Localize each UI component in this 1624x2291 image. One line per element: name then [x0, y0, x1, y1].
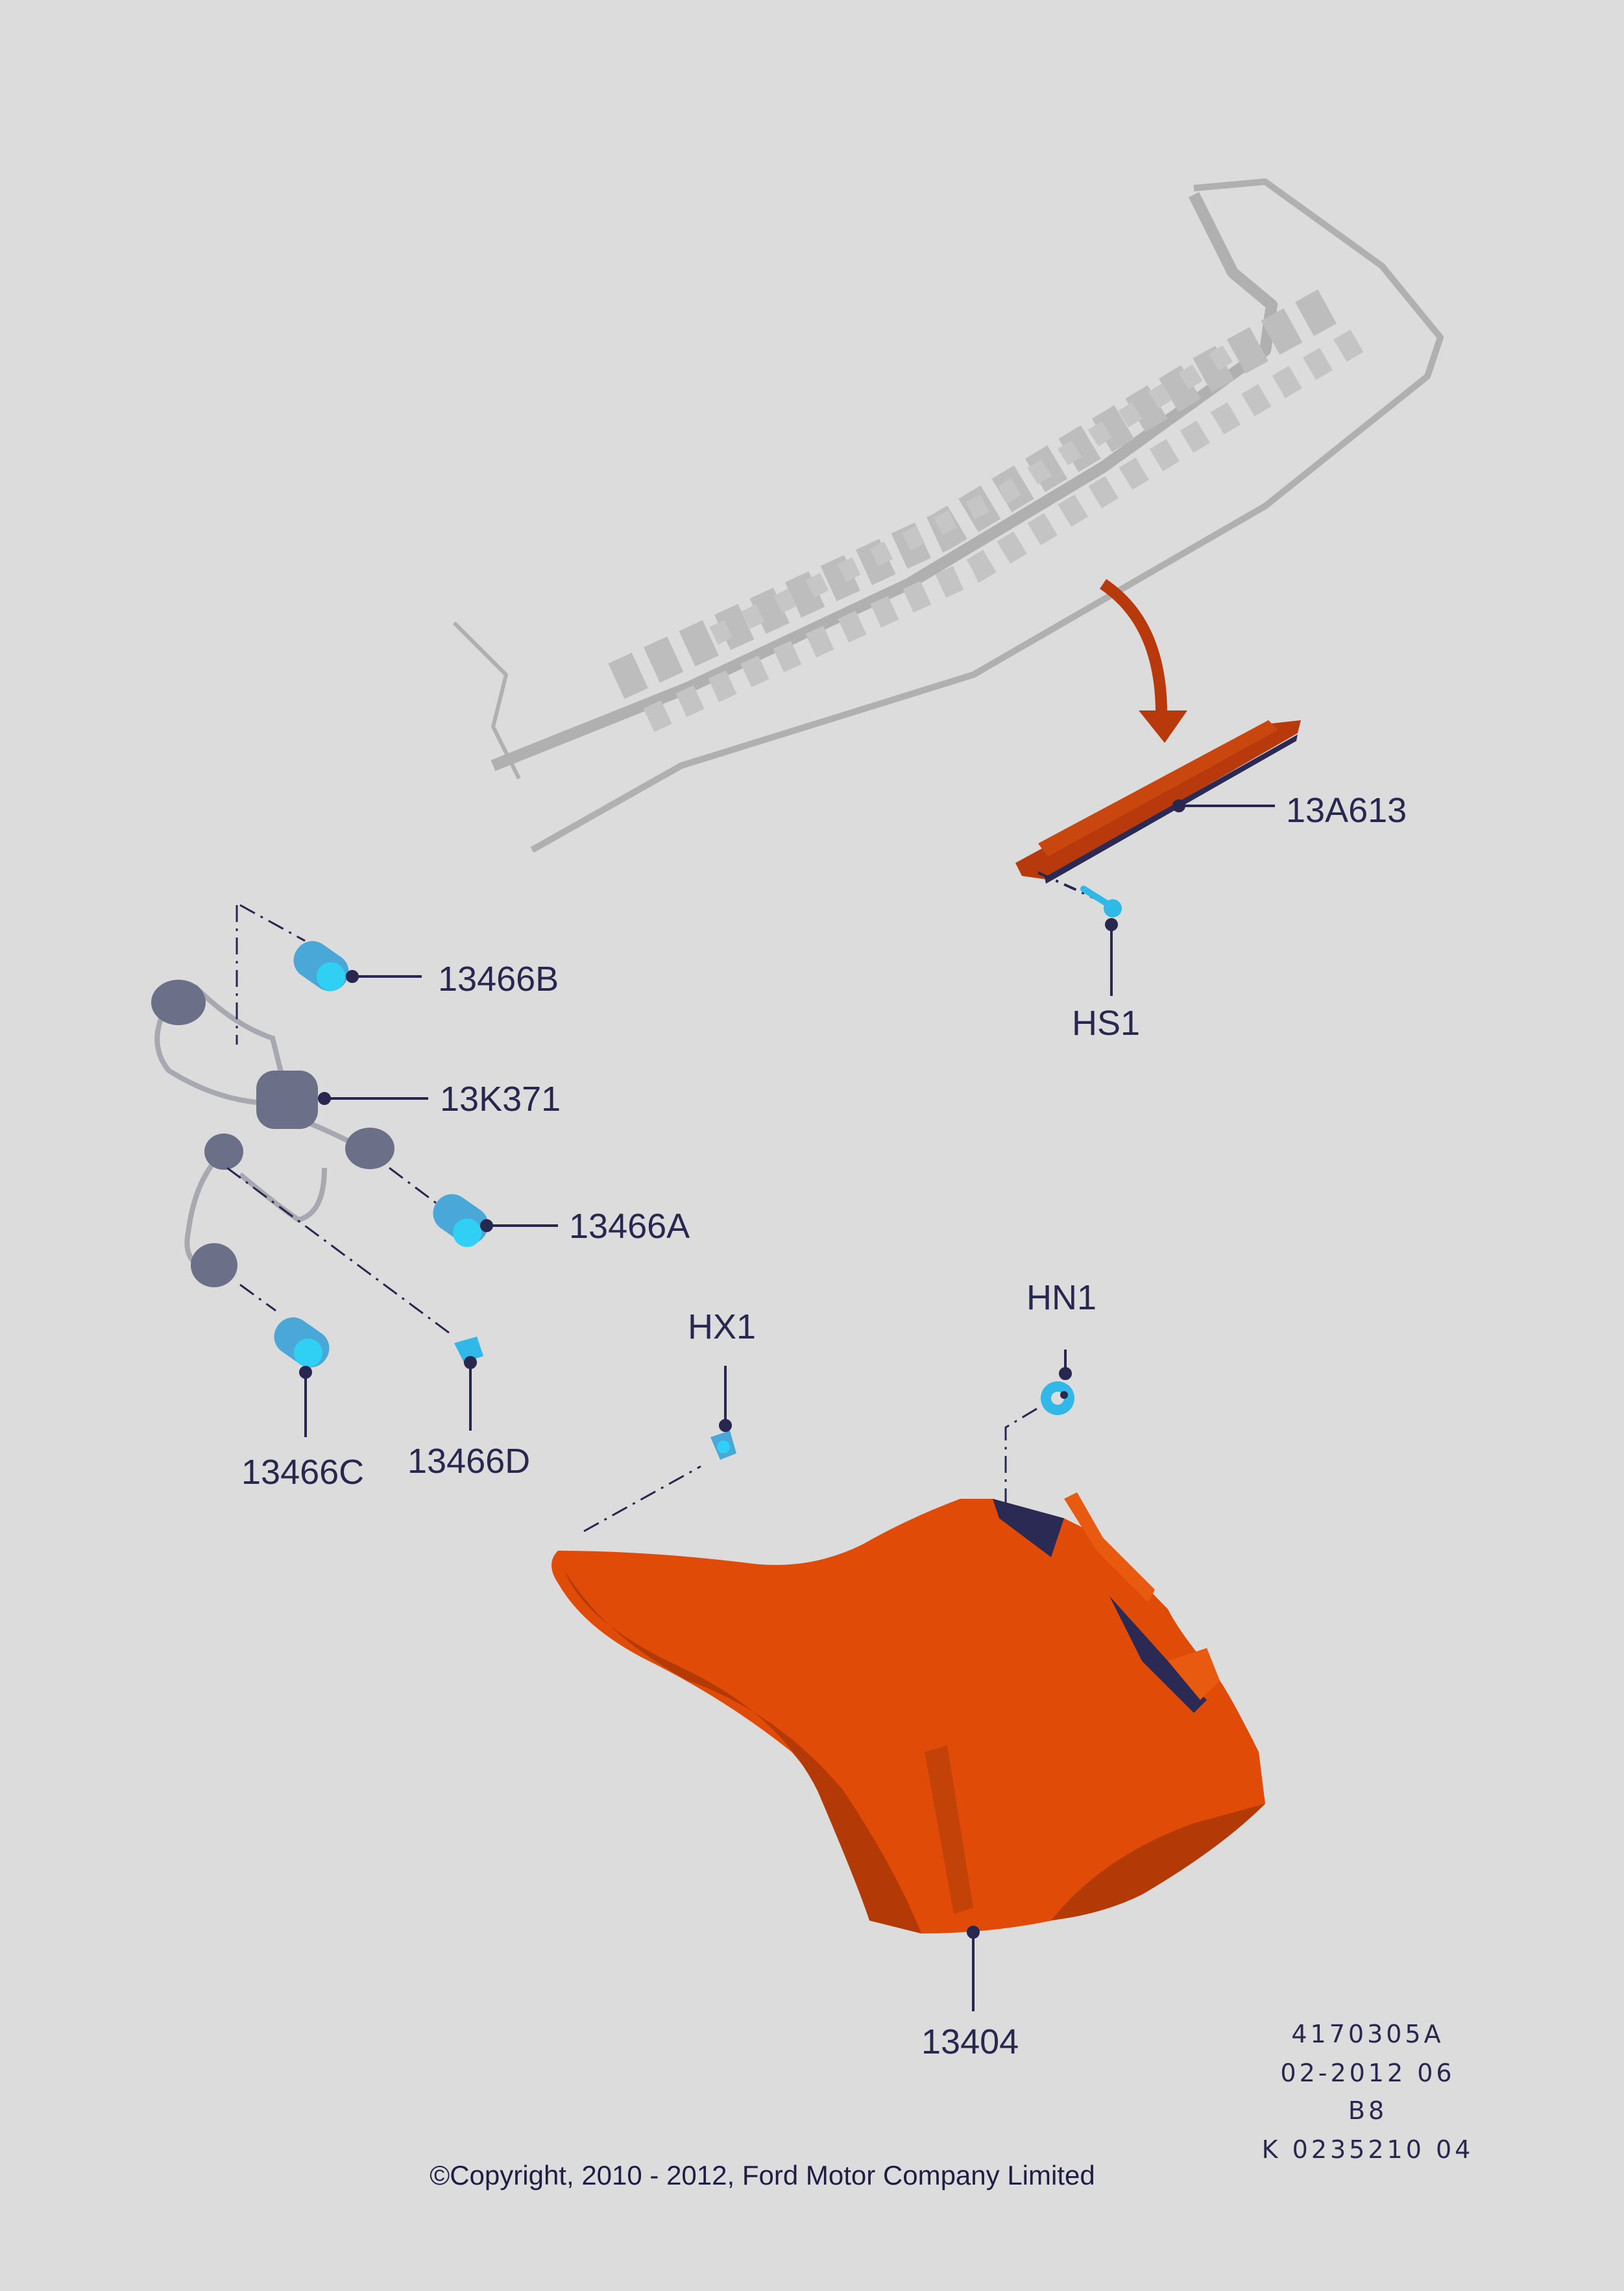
bulb-13466d-part[interactable]: [454, 1337, 483, 1363]
callout-13466a: 13466A: [569, 1207, 690, 1246]
bulb-13466a-part[interactable]: [426, 1187, 496, 1251]
callout-13466c: 13466C: [241, 1453, 364, 1492]
callout-13a613: 13A613: [1286, 791, 1407, 830]
callout-13466d: 13466D: [407, 1442, 530, 1481]
leader-lines: [299, 799, 1275, 2011]
screw-hs1-part[interactable]: [1037, 871, 1122, 917]
high-mount-stop-lamp[interactable]: [1015, 720, 1301, 884]
reference-line-1: 4170305A: [1291, 2020, 1444, 2048]
reference-line-2: 02-2012 06: [1280, 2059, 1455, 2087]
reference-line-3: B8: [1348, 2096, 1387, 2125]
callout-hx1: HX1: [688, 1307, 756, 1346]
callout-hs1: HS1: [1072, 1004, 1140, 1043]
nut-hn1-part[interactable]: [1041, 1381, 1074, 1415]
assembly-lines: [226, 904, 1039, 1533]
callout-hn1: HN1: [1026, 1278, 1097, 1317]
reference-block: 4170305A 02-2012 06 B8 K 0235210 04: [1262, 2020, 1474, 2164]
callout-13466b: 13466B: [438, 960, 559, 999]
callout-13k371: 13K371: [440, 1080, 561, 1119]
tail-lamp-assembly[interactable]: [551, 1492, 1265, 1933]
direction-arrow: [1099, 579, 1187, 743]
bulb-13466b-part[interactable]: [287, 934, 356, 998]
fastener-hx1-part[interactable]: [710, 1431, 736, 1460]
callout-13404: 13404: [921, 2022, 1019, 2061]
bulb-13466c-part[interactable]: [267, 1310, 337, 1374]
reference-line-4: K 0235210 04: [1262, 2135, 1474, 2164]
wiring-harness-part[interactable]: [151, 980, 394, 1287]
tailgate-ghost-illustration: [452, 178, 1444, 853]
copyright-notice: ©Copyright, 2010 - 2012, Ford Motor Comp…: [430, 2160, 1095, 2190]
